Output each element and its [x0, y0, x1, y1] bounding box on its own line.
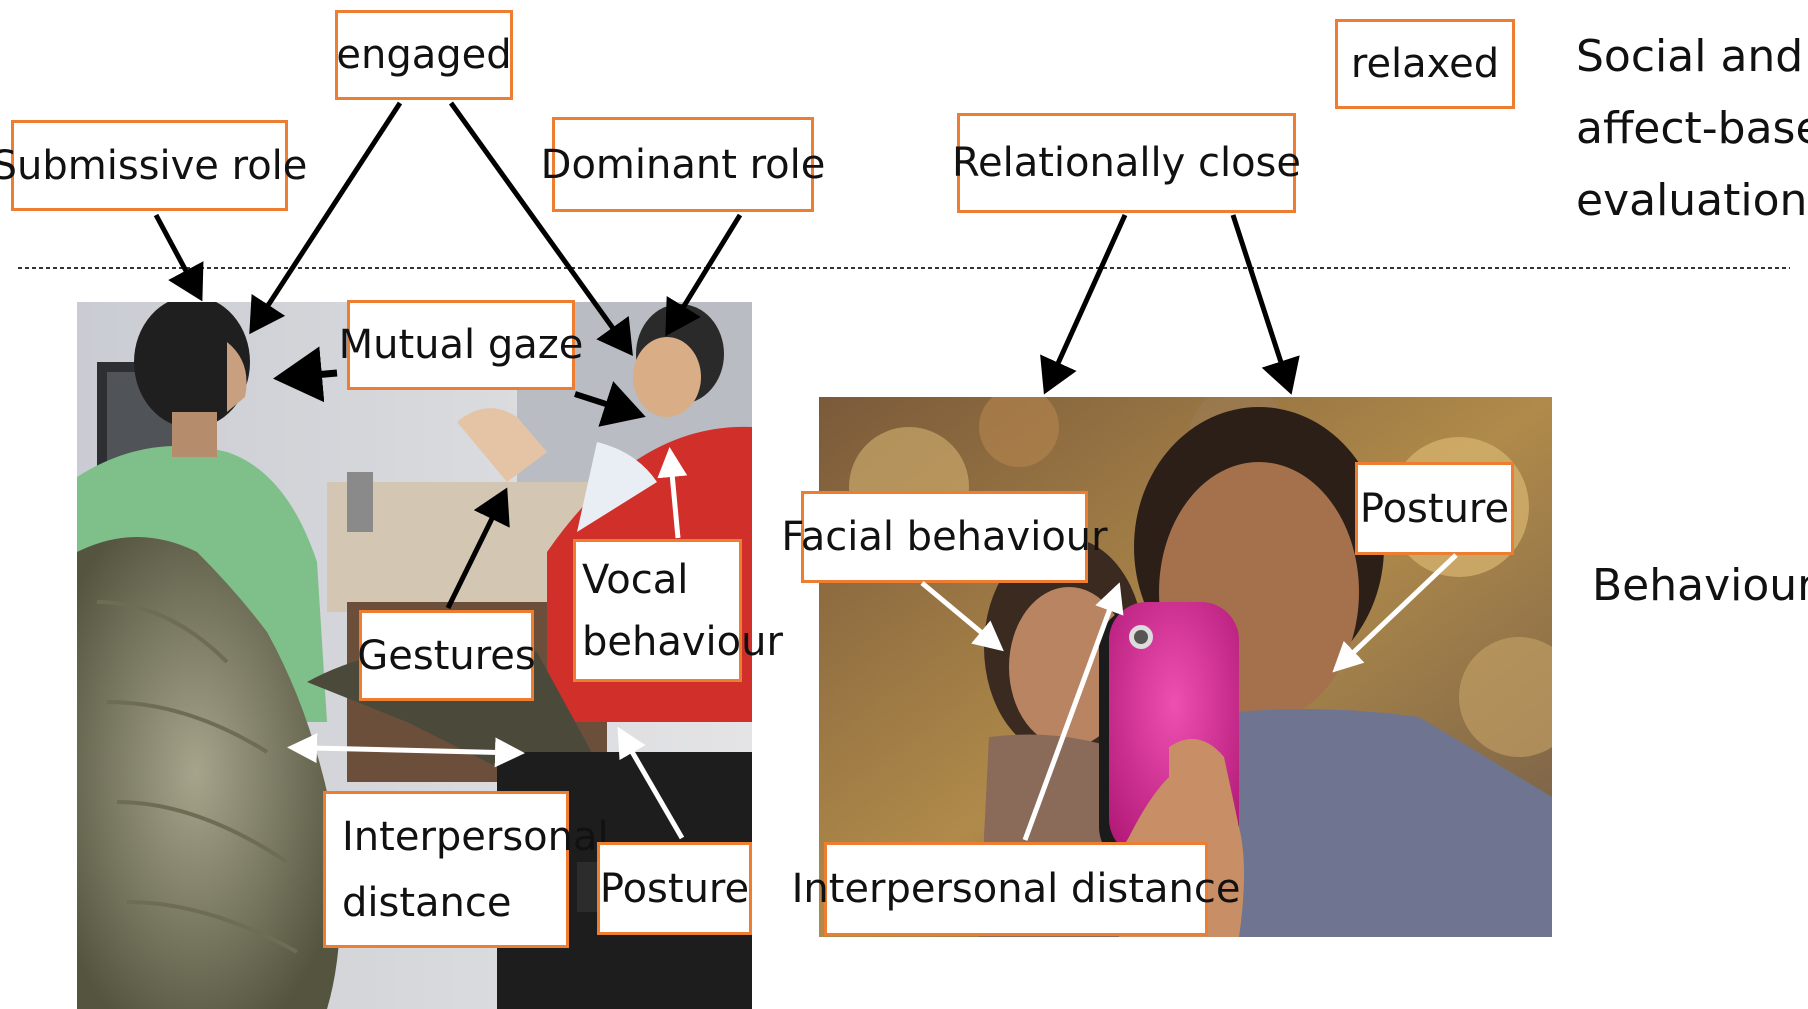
- social-line3: evaluations: [1576, 175, 1808, 226]
- label-submissive-role: Submissive role: [0, 120, 307, 211]
- vocal-behaviour-line1: Vocal: [582, 556, 689, 603]
- label-gestures: Gestures: [357, 610, 536, 701]
- label-mutual-gaze: Mutual gaze: [339, 300, 583, 390]
- label-interpersonal-distance-left: Interpersonal distance: [323, 791, 609, 948]
- label-facial-behaviour: Facial behaviour: [781, 491, 1108, 583]
- label-posture-right: Posture: [1355, 462, 1514, 555]
- label-interpersonal-distance-right: Interpersonal distance: [792, 842, 1240, 936]
- label-posture-left: Posture: [597, 842, 752, 935]
- label-relationally-close: Relationally close: [952, 113, 1301, 213]
- vocal-behaviour-line2: behaviour: [582, 618, 783, 665]
- label-vocal-behaviour: Vocal behaviour: [573, 539, 783, 682]
- behaviour-text: Behaviour: [1592, 560, 1808, 611]
- social-affect-evaluations-text: Social and affect-based evaluations: [1576, 21, 1808, 237]
- interpersonal-distance-line2: distance: [342, 879, 512, 926]
- social-line1: Social and: [1576, 31, 1804, 82]
- label-dominant-role: Dominant role: [541, 117, 825, 212]
- interpersonal-distance-line1: Interpersonal: [342, 813, 609, 860]
- label-engaged: engaged: [335, 10, 513, 100]
- label-relaxed: relaxed: [1335, 19, 1515, 109]
- social-line2: affect-based: [1576, 103, 1808, 154]
